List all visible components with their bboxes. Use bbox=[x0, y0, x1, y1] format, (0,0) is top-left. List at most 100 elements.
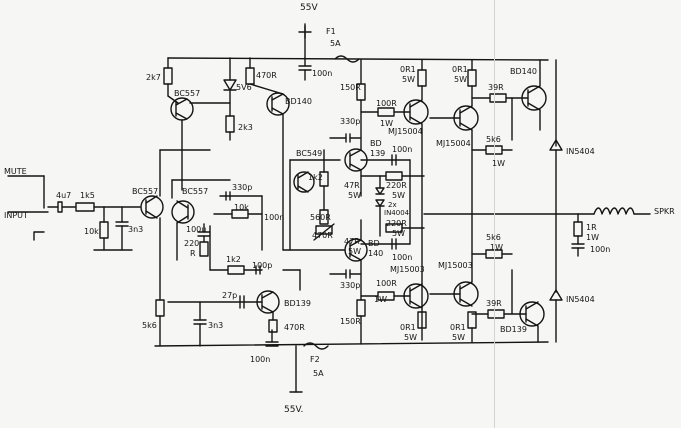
label-0r1-d: 0R1 bbox=[450, 323, 466, 332]
label-220r-a: 220R bbox=[386, 181, 407, 190]
label-3n3-in: 3n3 bbox=[128, 225, 144, 234]
feedback-network bbox=[197, 191, 263, 275]
label-470r-bot: 470R bbox=[284, 323, 305, 332]
negative-rail bbox=[154, 341, 549, 393]
label-100n-mid: 100n bbox=[392, 145, 413, 154]
label-0r1-b-w: 5W bbox=[454, 75, 467, 84]
label-100n-out: 100n bbox=[590, 245, 611, 254]
label-0r1-d-w: 5W bbox=[452, 333, 465, 342]
label-100n-top: 100n bbox=[312, 69, 333, 78]
label-mj15004-b: MJ15004 bbox=[436, 139, 471, 148]
label-fuse1-name: F1 bbox=[326, 27, 336, 36]
label-560r: 560R bbox=[310, 213, 331, 222]
label-2k7: 2k7 bbox=[146, 73, 161, 82]
label-1k2-b: 1k2 bbox=[226, 255, 241, 264]
label-0r1-b: 0R1 bbox=[452, 65, 468, 74]
label-1r-out-w: 1W bbox=[586, 233, 599, 242]
label-100n-bot: 100n bbox=[250, 355, 271, 364]
label-1r-out: 1R bbox=[586, 223, 597, 232]
label-100r-top-w: 1W bbox=[380, 119, 393, 128]
transistor-bc557-pair bbox=[171, 200, 195, 224]
decoupling-caps bbox=[265, 57, 312, 347]
transistor-mj15003 bbox=[360, 283, 429, 329]
transistor-mj15003-parallel bbox=[429, 213, 479, 343]
label-bc557-pair: BC557 bbox=[182, 187, 209, 196]
label-150r-bot: 150R bbox=[340, 317, 361, 326]
label-bd139-driver: BD bbox=[370, 139, 382, 148]
label-input: INPUT bbox=[4, 211, 28, 220]
label-1k5: 1k5 bbox=[80, 191, 95, 200]
label-10k-in: 10k bbox=[84, 227, 99, 236]
label-fuse2-name: F2 bbox=[310, 355, 320, 364]
fuse-f1 bbox=[334, 55, 360, 63]
label-47r-b-w: 5W bbox=[348, 247, 361, 256]
bias-spreader bbox=[289, 149, 341, 251]
label-4u7: 4u7 bbox=[56, 191, 72, 200]
label-470r-top: 470R bbox=[256, 71, 277, 80]
label-220r-a-w: 5W bbox=[392, 191, 405, 200]
label-0r1-a-w: 5W bbox=[402, 75, 415, 84]
label-bd139-mute: BD139 bbox=[500, 325, 527, 334]
transistor-bd139-driver bbox=[329, 59, 368, 197]
label-220r-c-2: R bbox=[190, 249, 196, 258]
transistor-mj15004-parallel bbox=[429, 59, 479, 215]
transistor-bc557-ccs bbox=[170, 97, 194, 121]
label-330p-c: 330p bbox=[340, 281, 361, 290]
label-5k6-bot: 5k6 bbox=[486, 233, 501, 242]
label-470r-pot: 470R bbox=[312, 231, 333, 240]
transistor-bd140-vas bbox=[245, 57, 290, 251]
label-0r1-c-w: 5W bbox=[404, 333, 417, 342]
label-5k6-left: 5k6 bbox=[142, 321, 157, 330]
label-27p: 27p bbox=[222, 291, 238, 300]
label-bd139-vas: BD139 bbox=[284, 299, 311, 308]
left-column-wiring bbox=[155, 57, 231, 347]
label-47r-a: 47R bbox=[344, 181, 360, 190]
positive-rail bbox=[167, 23, 549, 61]
label-1n4004-b: IN4004 bbox=[384, 209, 410, 217]
label-3n3-b: 3n3 bbox=[208, 321, 224, 330]
label-bd140-vas: BD140 bbox=[285, 97, 312, 106]
label-bd139-driver-2: 139 bbox=[370, 149, 386, 158]
label-47r-b: 47R bbox=[344, 237, 360, 246]
label-1k2-a: 1k2 bbox=[308, 173, 323, 182]
label-10k-fb: 10k bbox=[234, 203, 249, 212]
paper-fold bbox=[494, 0, 495, 428]
label-in5404-top: IN5404 bbox=[566, 147, 595, 156]
label-100p: 100p bbox=[252, 261, 273, 270]
label-220r-c: 220 bbox=[184, 239, 200, 248]
label-150r-top: 150R bbox=[340, 83, 361, 92]
label-330p-a: 330p bbox=[340, 117, 361, 126]
label-100r-top: 100R bbox=[376, 99, 397, 108]
transistor-bd140-mute bbox=[471, 59, 547, 155]
label-100u: 100u bbox=[186, 225, 207, 234]
driver-network bbox=[360, 154, 425, 250]
label-100n-fb: 100n bbox=[264, 213, 285, 222]
transistor-bd139-vas bbox=[167, 290, 280, 347]
transistor-bd140-driver bbox=[282, 219, 368, 345]
fuse-f2 bbox=[303, 342, 329, 350]
input-stage-wiring bbox=[7, 175, 141, 251]
label-bc549: BC549 bbox=[296, 149, 323, 158]
label-bd140-driver-2: 140 bbox=[368, 249, 384, 258]
label-bd140-mute: BD140 bbox=[510, 67, 537, 76]
label-100n-mid2: 100n bbox=[392, 253, 413, 262]
label-mj15004-a: MJ15004 bbox=[388, 127, 423, 136]
label-bc557-ccs: BC557 bbox=[174, 89, 201, 98]
label-in5404-bot: IN5404 bbox=[566, 295, 595, 304]
transistor-mj15004 bbox=[360, 59, 429, 341]
label-39r-bot: 39R bbox=[486, 299, 502, 308]
label-bc557-input: BC557 bbox=[132, 187, 159, 196]
label-5v6: 5V6 bbox=[236, 83, 252, 92]
label-0r1-a: 0R1 bbox=[400, 65, 416, 74]
label-100r-bot: 100R bbox=[376, 279, 397, 288]
label-mj15003-b: MJ15003 bbox=[438, 261, 473, 270]
zener-and-bias bbox=[223, 57, 237, 141]
label-47r-a-w: 5W bbox=[348, 191, 361, 200]
transistor-bc557-input bbox=[140, 195, 164, 219]
label-39r-top: 39R bbox=[488, 83, 504, 92]
label-0r1-c: 0R1 bbox=[400, 323, 416, 332]
label-supply-neg: 55V. bbox=[284, 405, 304, 415]
label-5k6-top-w: 1W bbox=[492, 159, 505, 168]
